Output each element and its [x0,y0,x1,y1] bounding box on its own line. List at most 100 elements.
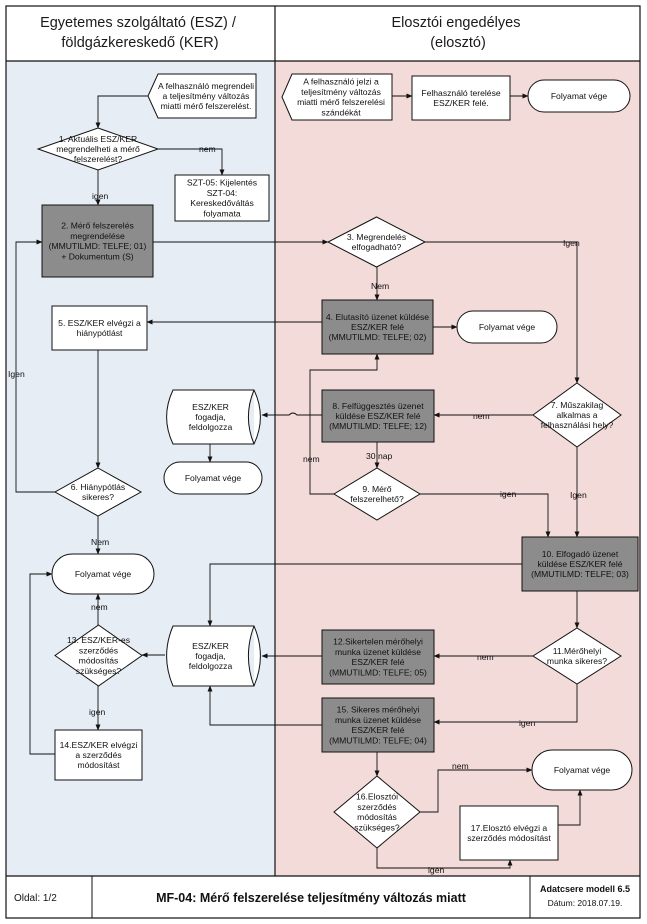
edge-label: Nem [371,281,389,291]
edge-n14-loop-to-endleft [29,571,55,755]
edge-label: igen [89,707,105,717]
edge-label: igen [92,191,108,201]
document-date: Dátum: 2018.07.19. [548,898,623,908]
edge-d16-to-n17 [376,848,513,869]
node-shape [281,73,393,121]
node-shape [326,216,427,268]
edge-d3-to-d7 [425,241,580,384]
edge-label: nem [303,454,320,464]
flow-node-end-top: Folyamat vége [527,79,631,113]
edge-label: igen [519,718,535,728]
node-label: Folyamat vége [75,569,132,579]
node-shape [54,729,143,781]
edge-label: igen [500,489,516,499]
edge-n17-to-endright [558,789,583,826]
edge-label: Igen [563,238,580,248]
edge-d6-loop-to-n2 [15,239,55,493]
diagram-title: MF-04: Mérő felszerelése teljesítmény vá… [156,891,467,905]
node-shape [456,310,558,344]
model-version: Adatcsere modell 6.5 [540,884,630,894]
edge-start-to-d1 [95,95,148,129]
edge-label: nem [199,144,216,154]
edge-label: igen [428,865,444,875]
node-shape [531,749,633,791]
node-shape [54,624,143,687]
edge-d11-to-n15 [433,684,578,725]
edge-label: Igen [570,490,587,500]
node-label: Folyamat vége [554,765,611,775]
node-shape [321,299,434,355]
flow-node-end-4: Folyamat vége [456,310,558,344]
node-shape [51,553,155,595]
edge-label: nem [477,652,494,662]
node-shape [532,382,622,448]
node-shape [333,775,421,849]
node-shape [166,625,261,687]
node-shape [532,627,622,685]
edge-n8-to-store1 [261,412,322,418]
node-shape [321,629,435,685]
node-shape [333,467,421,521]
edge-label: Igen [8,369,25,379]
node-shape [527,79,631,113]
edge-label: nem [473,411,490,421]
edge-label: nem [452,761,469,771]
node-shape [53,467,143,517]
edge-d9-to-n10 [420,493,551,538]
node-shape [321,389,435,443]
edge-n10-to-store2 [207,563,522,627]
node-label: Folyamat vége [479,322,536,332]
node-shape [459,805,559,861]
node-shape [147,73,257,119]
edge-label: nem [91,602,108,612]
node-shape [174,174,270,222]
lane-right-title: Elosztói engedélyes (elosztó) [391,15,524,51]
edge-n15-to-store2 [207,685,322,726]
edge-label: Nem [91,537,109,547]
flow-node-end-store1: Folyamat vége [163,461,263,495]
node-shape [521,536,639,592]
node-label: Folyamat vége [185,473,242,483]
node-shape [411,75,511,121]
node-shape [163,461,263,495]
node-shape [41,204,154,278]
outer-frame [5,5,641,919]
